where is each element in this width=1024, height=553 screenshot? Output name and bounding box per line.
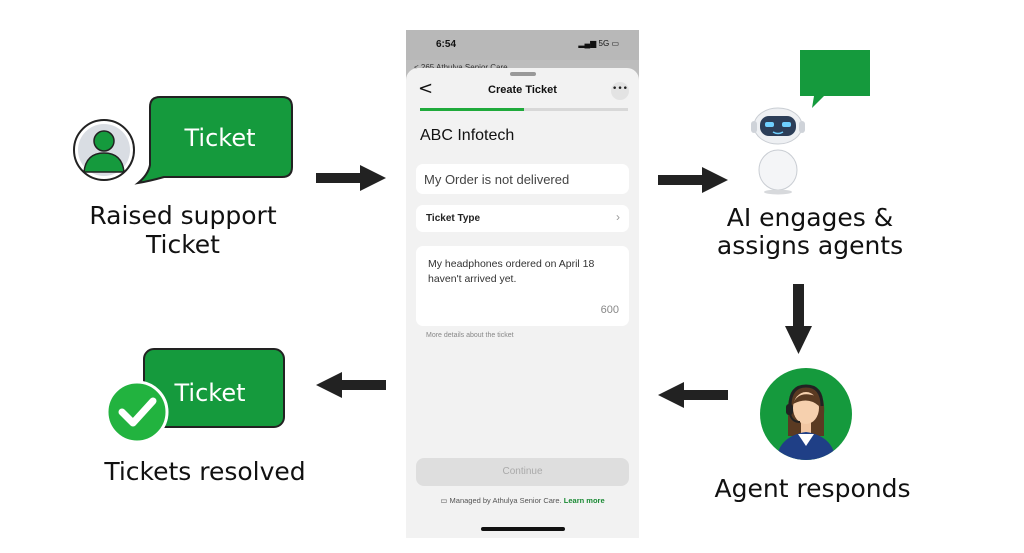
robot-icon (751, 107, 805, 195)
raised-ticket-graphic (73, 96, 293, 185)
phone-screenshot: 6:54 ▂▄▆ 5G ▭ < 265 Athulya Senior Care … (406, 30, 639, 538)
raised-label-line1: Raised support (89, 201, 277, 230)
description-textarea[interactable]: My headphones ordered on April 18 haven'… (416, 246, 629, 326)
company-name: ABC Infotech (420, 127, 515, 144)
back-icon[interactable]: < (418, 78, 434, 99)
learn-more-link[interactable]: Learn more (563, 496, 605, 505)
ai-graphic (751, 50, 870, 195)
arrow-left-icon (658, 382, 728, 408)
ai-label-line2: assigns agents (716, 231, 904, 260)
chat-bubble-icon (800, 50, 870, 108)
description-hint: More details about the ticket (426, 332, 514, 339)
subject-value: My Order is not delivered (424, 172, 570, 187)
agent-label: Agent responds (714, 474, 911, 503)
progress-fill (420, 108, 524, 111)
description-value: My headphones ordered on April 18 haven'… (428, 258, 595, 285)
ticket-bubble (134, 96, 293, 185)
home-indicator (481, 527, 565, 531)
ticket-type-label: Ticket Type (426, 213, 481, 224)
checkmark-icon (105, 380, 169, 444)
footer: ▭ Managed by Athulya Senior Care. Learn … (406, 496, 639, 505)
status-time: 6:54 (436, 39, 457, 50)
resolved-label: Tickets resolved (104, 457, 306, 486)
char-count: 600 (600, 304, 619, 316)
arrow-down-icon (785, 284, 812, 354)
resolved-ticket-graphic (105, 348, 285, 444)
resolved-bubble-label: Ticket (174, 379, 246, 407)
subject-input[interactable]: My Order is not delivered (416, 164, 629, 194)
arrow-left-icon (316, 372, 386, 398)
create-ticket-sheet: < Create Ticket ••• ABC Infotech My Orde… (406, 68, 639, 538)
ticket-type-select[interactable]: Ticket Type › (416, 205, 629, 232)
continue-button[interactable]: Continue (416, 458, 629, 486)
progress-bar (420, 108, 628, 111)
footer-logo-icon: ▭ (440, 496, 450, 505)
footer-text: Managed by Athulya Senior Care. (449, 496, 562, 505)
ai-label-line1: AI engages & (726, 203, 894, 232)
chevron-right-icon: › (616, 210, 620, 224)
more-options-icon[interactable]: ••• (611, 82, 629, 100)
status-bar: 6:54 ▂▄▆ 5G ▭ (406, 30, 639, 60)
raised-label-line2: Ticket (146, 230, 220, 259)
background-app-text: < 265 Athulya Senior Care (414, 63, 508, 72)
arrow-right-icon (658, 167, 728, 193)
status-signal: ▂▄▆ 5G ▭ (578, 39, 619, 48)
arrow-right-icon (316, 165, 386, 191)
ticket-bubble-label: Ticket (184, 124, 256, 152)
signal-label: 5G (598, 39, 610, 48)
user-avatar-icon (73, 119, 135, 181)
sheet-title: Create Ticket (488, 84, 557, 96)
sheet-grabber[interactable] (510, 72, 536, 76)
support-agent-icon (760, 368, 852, 460)
